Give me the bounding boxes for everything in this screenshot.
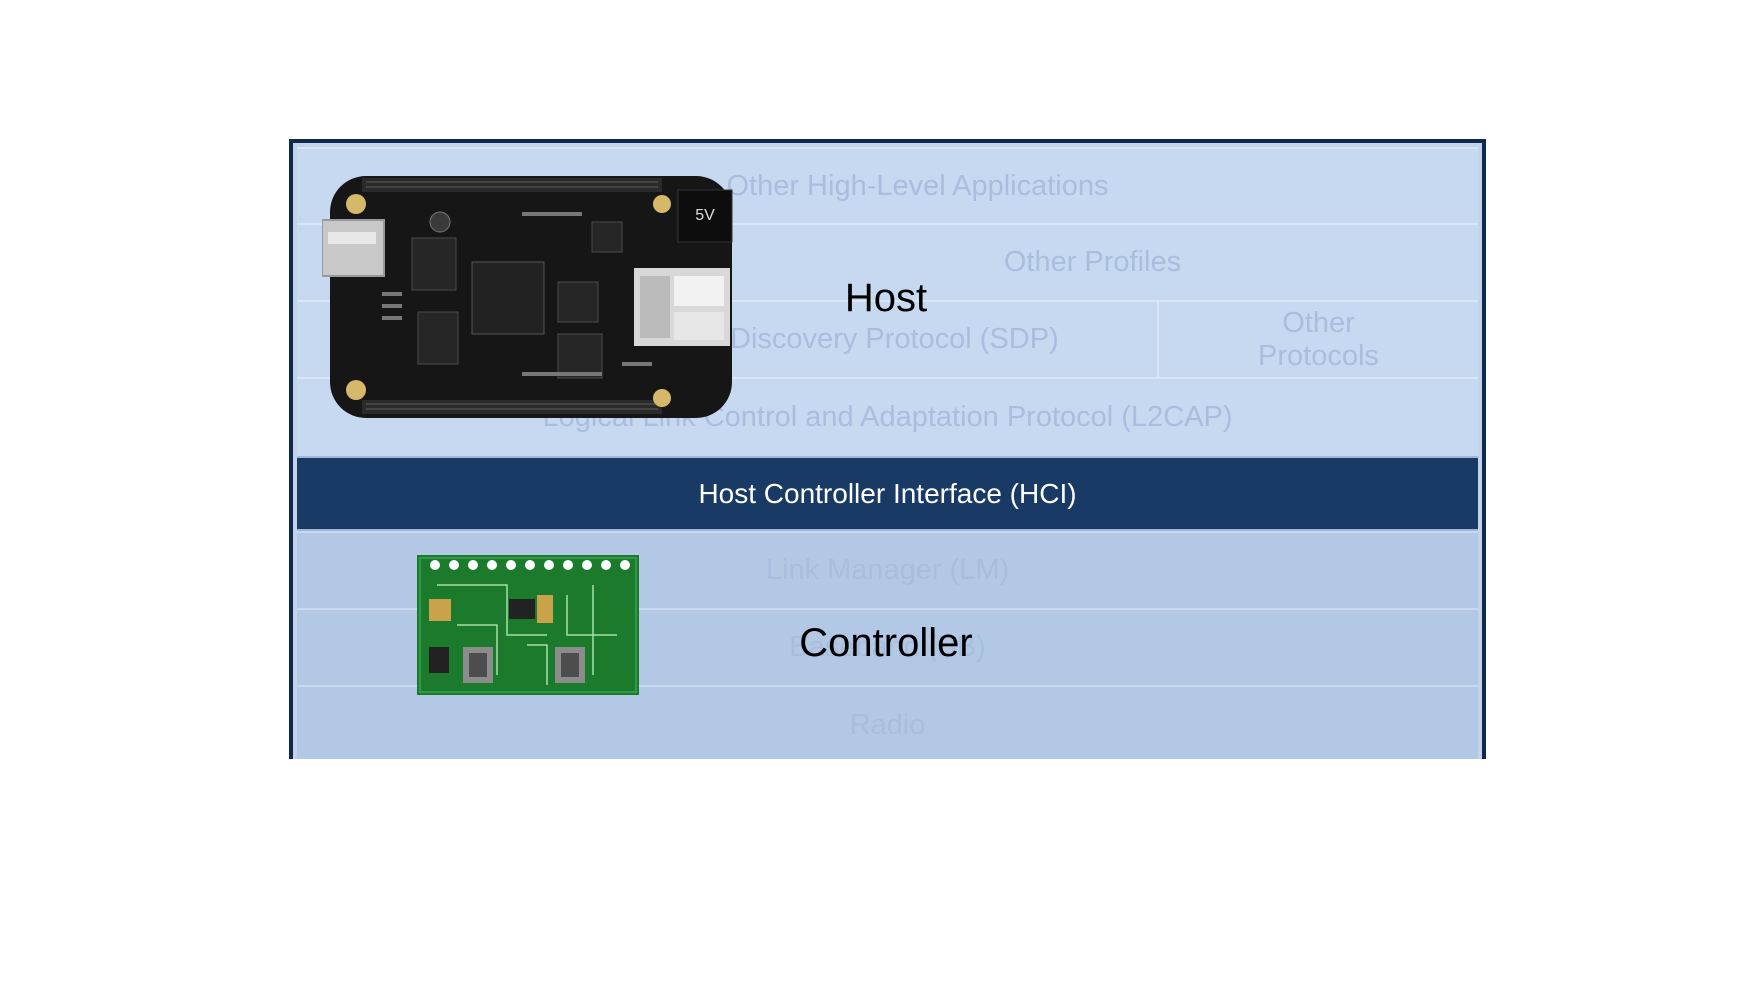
layer-other-protocols: Other Protocols — [1157, 300, 1478, 377]
hci-label: Host Controller Interface (HCI) — [698, 477, 1077, 509]
host-board-image: 5V — [322, 176, 733, 418]
layer-label: Other Protocols — [1258, 306, 1379, 372]
layer-label: Link Manager (LM) — [765, 554, 1010, 586]
controller-board-image — [417, 555, 639, 695]
layer-label: Other Profiles — [1003, 246, 1182, 278]
layer-hci: Host Controller Interface (HCI) — [297, 456, 1478, 531]
layer-label: Baseband (BB) — [789, 631, 986, 663]
layer-label: Other High-Level Applications — [726, 169, 1109, 202]
host-label: Host — [844, 276, 928, 320]
layer-radio: Radio — [297, 685, 1478, 759]
controller-label: Controller — [799, 621, 973, 665]
power-jack-label: 5V — [695, 207, 715, 224]
layer-label: Radio — [849, 708, 926, 741]
